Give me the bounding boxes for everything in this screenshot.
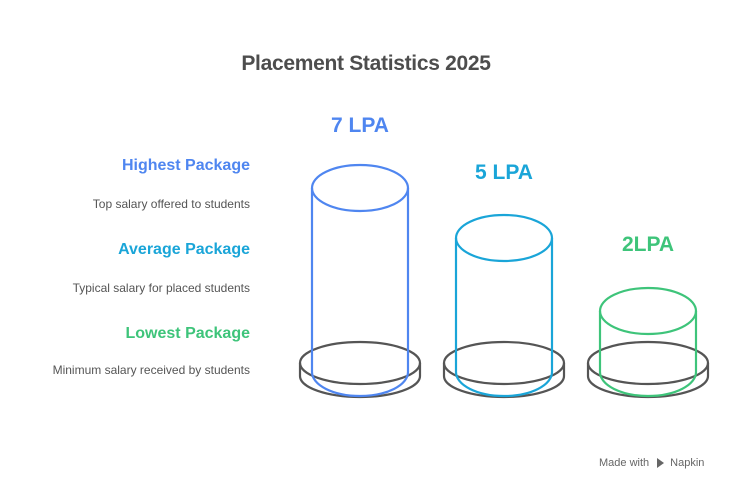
label-lowest-package: Lowest Package xyxy=(125,325,251,342)
napkin-watermark[interactable]: Made with Napkin xyxy=(599,457,704,469)
napkin-logo-icon xyxy=(657,458,665,468)
value-lowest: 2LPA xyxy=(621,233,675,256)
cylinder-highest xyxy=(310,163,410,398)
napkin-brand-text: Napkin xyxy=(670,457,705,469)
desc-lowest-package: Minimum salary received by students xyxy=(52,363,250,377)
cylinder-average xyxy=(454,213,554,398)
value-average: 5 LPA xyxy=(475,161,533,184)
label-average-package: Average Package xyxy=(118,241,250,258)
base-disc-2 xyxy=(442,340,566,399)
desc-highest-package: Top salary offered to students xyxy=(92,197,250,211)
value-highest: 7 LPA xyxy=(331,114,389,137)
desc-average-package: Typical salary for placed students xyxy=(72,281,250,295)
cylinder-lowest xyxy=(598,286,698,398)
base-disc-1 xyxy=(298,340,422,399)
page-title: Placement Statistics 2025 xyxy=(241,52,491,75)
base-disc-3 xyxy=(586,340,710,399)
label-highest-package: Highest Package xyxy=(121,157,250,174)
made-with-text: Made with xyxy=(599,457,650,469)
